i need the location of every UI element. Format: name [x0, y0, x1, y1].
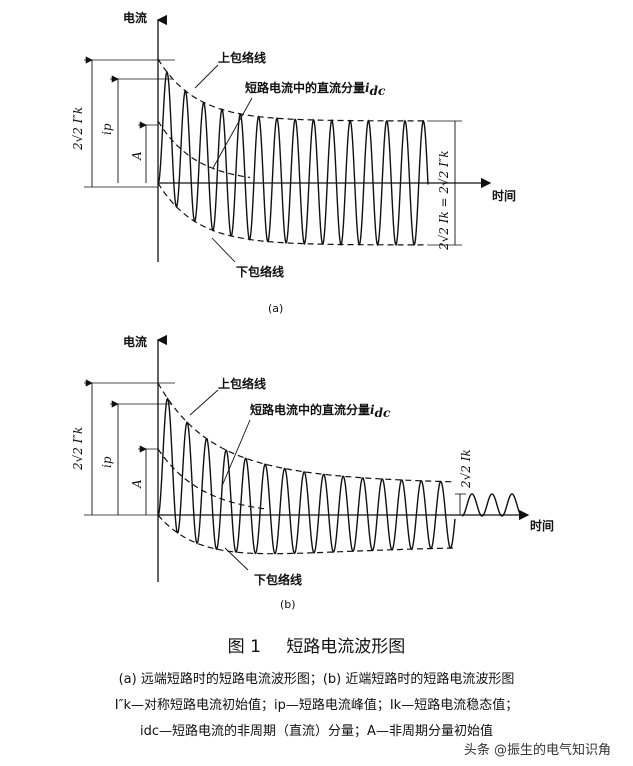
current-waveform-b [157, 397, 456, 555]
dc-component-curve-a [157, 120, 251, 179]
diagram-b: 电流 时间 2√2 I″k ip A 2√2 Ik 上包络线 短路电流中的直流分… [71, 334, 554, 611]
dc-component-label-a: 短路电流中的直流分量idc [245, 80, 386, 98]
ip-label-a: ip [100, 123, 114, 135]
a-label-b: A [130, 479, 144, 489]
leader-upper-a [194, 64, 219, 89]
caption-line-2: I″k—对称短路电流初始值；ip—短路电流峰值；Ik—短路电流稳态值； [114, 698, 519, 713]
upper-envelope-label-a: 上包络线 [218, 50, 266, 65]
right-span-label-b: 2√2 Ik [459, 449, 473, 489]
lower-envelope-label-a: 下包络线 [236, 264, 284, 279]
x-axis-label-a: 时间 [492, 188, 516, 203]
caption-line-1: (a) 远端短路时的短路电流波形图；(b) 近端短路时的短路电流波形图 [118, 672, 515, 687]
lower-envelope-a [157, 182, 428, 246]
figure-title: 图 1 短路电流波形图 [0, 632, 633, 657]
upper-envelope-label-b: 上包络线 [218, 376, 266, 391]
panel-label-b: (b) [280, 598, 296, 611]
ip-label-b: ip [100, 456, 114, 468]
lower-envelope-label-b: 下包络线 [254, 572, 302, 587]
y-axis-label-b: 电流 [123, 334, 147, 349]
left-span-label-b: 2√2 I″k [71, 427, 85, 471]
leader-lower-b [224, 547, 249, 571]
dc-component-label-b: 短路电流中的直流分量idc [250, 402, 391, 420]
lower-envelope-b [157, 514, 454, 555]
steady-waveform-b [461, 493, 521, 517]
leader-dc-b [221, 419, 251, 487]
upper-envelope-b [157, 382, 455, 483]
leader-lower-a [211, 237, 236, 263]
diagram-a: 电流 时间 2√2 I″k ip A 2√2 Ik = 2√2 I″k 上包络线… [71, 10, 516, 315]
current-waveform-a [157, 70, 429, 247]
caption-line-3: idc—短路电流的非周期（直流）分量；A—非周期分量初始值 [140, 724, 493, 739]
figure-title-text: 短路电流波形图 [286, 637, 406, 657]
panel-label-a: (a) [268, 302, 283, 315]
y-axis-label-a: 电流 [123, 10, 147, 25]
leader-upper-b [189, 389, 219, 416]
a-label-a: A [130, 151, 144, 161]
right-span-label-a: 2√2 Ik = 2√2 I″k [437, 150, 451, 251]
watermark: 头条 @振生的电气知识角 [459, 738, 615, 759]
leader-dc-a [212, 97, 253, 169]
x-axis-label-b: 时间 [530, 518, 554, 533]
left-span-label-a: 2√2 I″k [71, 107, 85, 151]
figure-number: 图 1 [227, 637, 261, 657]
